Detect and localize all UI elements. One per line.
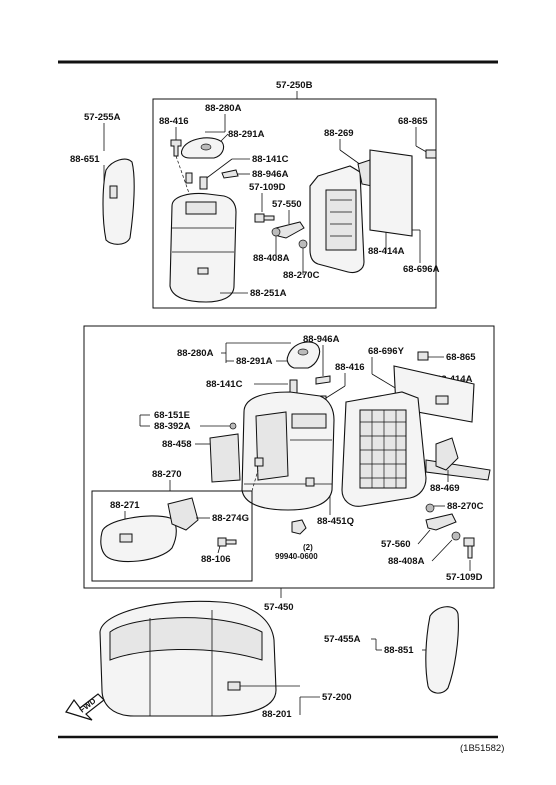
armrest-88-271	[100, 515, 177, 563]
label-57-255a: 57-255A	[84, 112, 121, 123]
label-88-291a: 88-291A	[228, 129, 265, 140]
label-68-696a-upper: 68-696A	[403, 264, 440, 275]
label-88-408a-upper: 88-408A	[253, 253, 290, 264]
clip-88-946a-middle	[315, 375, 331, 385]
figure-ref: (1B51582)	[460, 743, 504, 754]
label-88-416-upper: 88-416	[159, 116, 189, 127]
label-88-270: 88-270	[152, 469, 182, 480]
side-trim-clip	[109, 185, 118, 199]
pocket-88-458	[209, 433, 241, 483]
bolt-68-865-upper	[425, 149, 437, 159]
label-88-251a: 88-251A	[250, 288, 287, 299]
latch-88-469	[435, 437, 459, 471]
label-57-550: 57-550	[272, 199, 302, 210]
label-88-946a-middle: 88-946A	[303, 334, 340, 345]
back-trim-upper-slot	[185, 201, 217, 215]
label-88-141c-middle: 88-141C	[206, 379, 243, 390]
label-88-469: 88-469	[430, 483, 460, 494]
bolt-88-416-upper	[170, 139, 182, 157]
fwd-arrow-icon	[65, 693, 105, 721]
label-88-946a-upper: 88-946A	[252, 169, 289, 180]
bolt-88-106	[217, 537, 237, 547]
label-57-200: 57-200	[322, 692, 352, 703]
label-88-269: 88-269	[324, 128, 354, 139]
fastener-88-392a	[229, 422, 237, 430]
label-68-865-upper: 68-865	[398, 116, 428, 127]
side-trim-upper-left	[102, 158, 135, 245]
label-88-141c-upper: 88-141C	[252, 154, 289, 165]
spring-88-270c-middle	[425, 503, 435, 513]
washer-88-408a-middle	[451, 531, 461, 541]
label-nut-qty: (2)	[303, 543, 313, 552]
label-57-109d-upper: 57-109D	[249, 182, 286, 193]
label-88-392a: 88-392A	[154, 421, 191, 432]
clip-88-946a-upper	[221, 169, 239, 179]
label-57-250b: 57-250B	[276, 80, 313, 91]
label-57-109d-middle: 57-109D	[446, 572, 483, 583]
upper-assembly-box	[152, 98, 437, 309]
label-57-455a: 57-455A	[324, 634, 361, 645]
label-88-280a: 88-280A	[205, 103, 242, 114]
sub-assembly-box	[91, 490, 253, 582]
guide-88-141c-upper	[199, 176, 208, 190]
middle-assembly-box	[83, 325, 495, 589]
screw-57-109d-upper	[254, 213, 275, 223]
label-88-201: 88-201	[262, 709, 292, 720]
label-88-274g: 88-274G	[212, 513, 249, 524]
label-88-451q: 88-451Q	[317, 516, 354, 527]
guide-88-141c-upper-b	[185, 172, 193, 184]
back-trim-middle-opening	[255, 411, 289, 481]
label-88-851: 88-851	[384, 645, 414, 656]
label-88-106: 88-106	[201, 554, 231, 565]
washer-88-408a-upper	[271, 227, 281, 237]
lever-57-560	[425, 513, 457, 531]
frame-cover-upper	[369, 149, 413, 237]
label-88-270c-middle: 88-270C	[447, 501, 484, 512]
label-88-414a-upper: 88-414A	[368, 246, 405, 257]
label-88-458: 88-458	[162, 439, 192, 450]
label-88-270c-upper: 88-270C	[283, 270, 320, 281]
back-trim-upper	[169, 192, 237, 303]
label-57-560: 57-560	[381, 539, 411, 550]
nut-99940-0600	[291, 519, 307, 535]
label-88-651: 88-651	[70, 154, 100, 165]
screw-57-109d-middle	[463, 537, 475, 559]
label-99940-0600: 99940-0600	[275, 552, 318, 561]
label-88-271: 88-271	[110, 500, 140, 511]
label-88-416-middle: 88-416	[335, 362, 365, 373]
lever-57-550	[275, 221, 305, 239]
label-68-865-middle: 68-865	[446, 352, 476, 363]
side-trim-lower	[425, 606, 459, 694]
label-68-151e: 68-151E	[154, 410, 190, 421]
label-88-408a-middle: 88-408A	[388, 556, 425, 567]
back-trim-middle	[241, 391, 335, 511]
label-88-280a-middle: 88-280A	[177, 348, 214, 359]
label-88-291a-middle: 88-291A	[236, 356, 273, 367]
label-57-450: 57-450	[264, 602, 294, 613]
bracket-88-274g	[167, 497, 199, 531]
spring-88-270c-upper	[298, 239, 308, 249]
label-68-696y: 68-696Y	[368, 346, 405, 357]
bolt-68-865-middle	[417, 351, 429, 361]
